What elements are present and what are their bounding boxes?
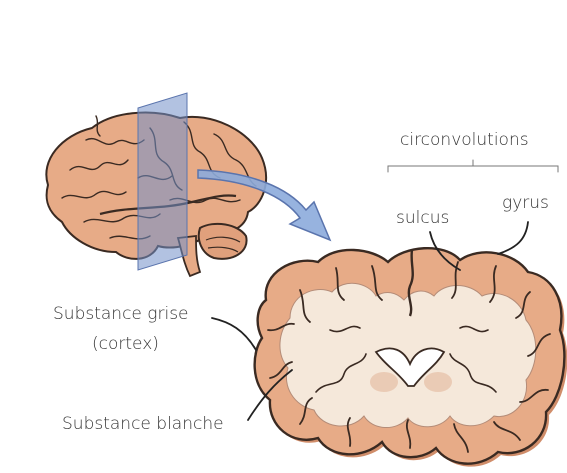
white-matter (280, 283, 536, 427)
gyrus-label: gyrus (502, 193, 549, 213)
section-plane (138, 93, 187, 270)
coronal-section (255, 248, 567, 467)
grey-matter-label: Substance grise (53, 304, 189, 324)
white-matter-label: Substance blanche (62, 414, 224, 434)
grey-matter-leader (212, 318, 256, 350)
circonvolutions-bracket (388, 166, 558, 172)
sulcus-label: sulcus (396, 208, 449, 228)
circonvolutions-label: circonvolutions (400, 130, 529, 150)
gyrus-leader (498, 222, 528, 254)
cortex-label: (cortex) (92, 334, 159, 354)
